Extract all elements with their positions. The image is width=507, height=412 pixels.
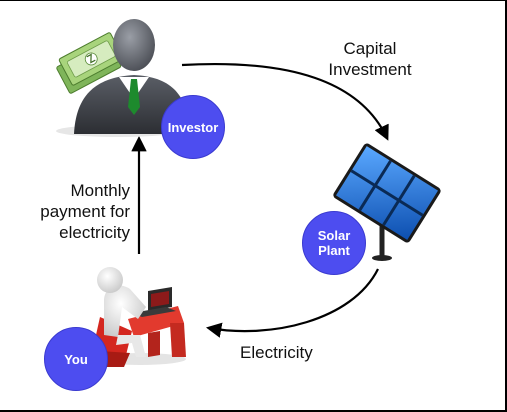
electricity-arrow <box>205 268 379 338</box>
solar-panel-illustration <box>333 143 441 261</box>
solar-plant-badge-line2: Plant <box>318 243 350 258</box>
payment-label-line2: payment for <box>40 202 130 221</box>
money-icon <box>56 32 124 94</box>
monthly-payment-label: Monthly payment for electricity <box>20 180 130 243</box>
capital-investment-label: Capital Investment <box>310 38 430 80</box>
solar-plant-badge: Solar Plant <box>302 211 366 275</box>
electricity-label: Electricity <box>240 343 313 362</box>
capital-label-line2: Investment <box>328 60 412 79</box>
investor-illustration <box>56 19 190 137</box>
payment-label-line3: electricity <box>59 223 130 242</box>
capital-arrow <box>181 62 389 141</box>
you-badge: You <box>44 327 108 391</box>
investor-badge: Investor <box>161 95 225 159</box>
solar-plant-badge-line1: Solar <box>317 228 351 243</box>
capital-label-line1: Capital <box>343 39 397 58</box>
payment-label-line1: Monthly <box>70 181 130 200</box>
